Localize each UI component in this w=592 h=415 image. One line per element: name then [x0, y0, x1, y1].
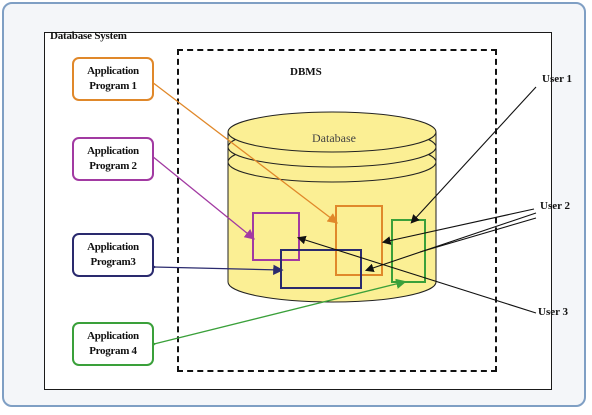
app-program-4-line2: Program 4: [89, 345, 137, 357]
arrow-user3: [296, 235, 537, 314]
arrow-user2-b: [364, 212, 537, 273]
app-program-4-line1: Application: [87, 330, 139, 342]
arrow-app2: [142, 147, 256, 240]
app-program-3-line1: Application: [87, 241, 139, 253]
app-program-3: Application Program3: [72, 233, 154, 277]
database-system-title: Database System: [50, 30, 127, 42]
app-program-3-line2: Program3: [90, 256, 136, 268]
app-program-4: Application Program 4: [72, 322, 154, 366]
app-program-2-line2: Program 2: [89, 160, 137, 172]
arrow-user2-c: [419, 217, 537, 253]
arrow-app3: [146, 261, 284, 276]
app-program-1: Application Program 1: [72, 57, 154, 101]
user-2-label: User 2: [540, 200, 571, 212]
database-label: Database: [312, 131, 356, 145]
arrow-user2-a: [381, 208, 535, 245]
arrow-user1: [410, 86, 537, 224]
user-1-label: User 1: [542, 73, 573, 85]
app-program-2: Application Program 2: [72, 137, 154, 181]
app-program-1-line1: Application: [87, 65, 139, 77]
user-3-label: User 3: [538, 306, 569, 318]
app-program-2-line1: Application: [87, 145, 139, 157]
app-program-1-line2: Program 1: [89, 80, 137, 92]
arrow-app4: [145, 278, 407, 351]
